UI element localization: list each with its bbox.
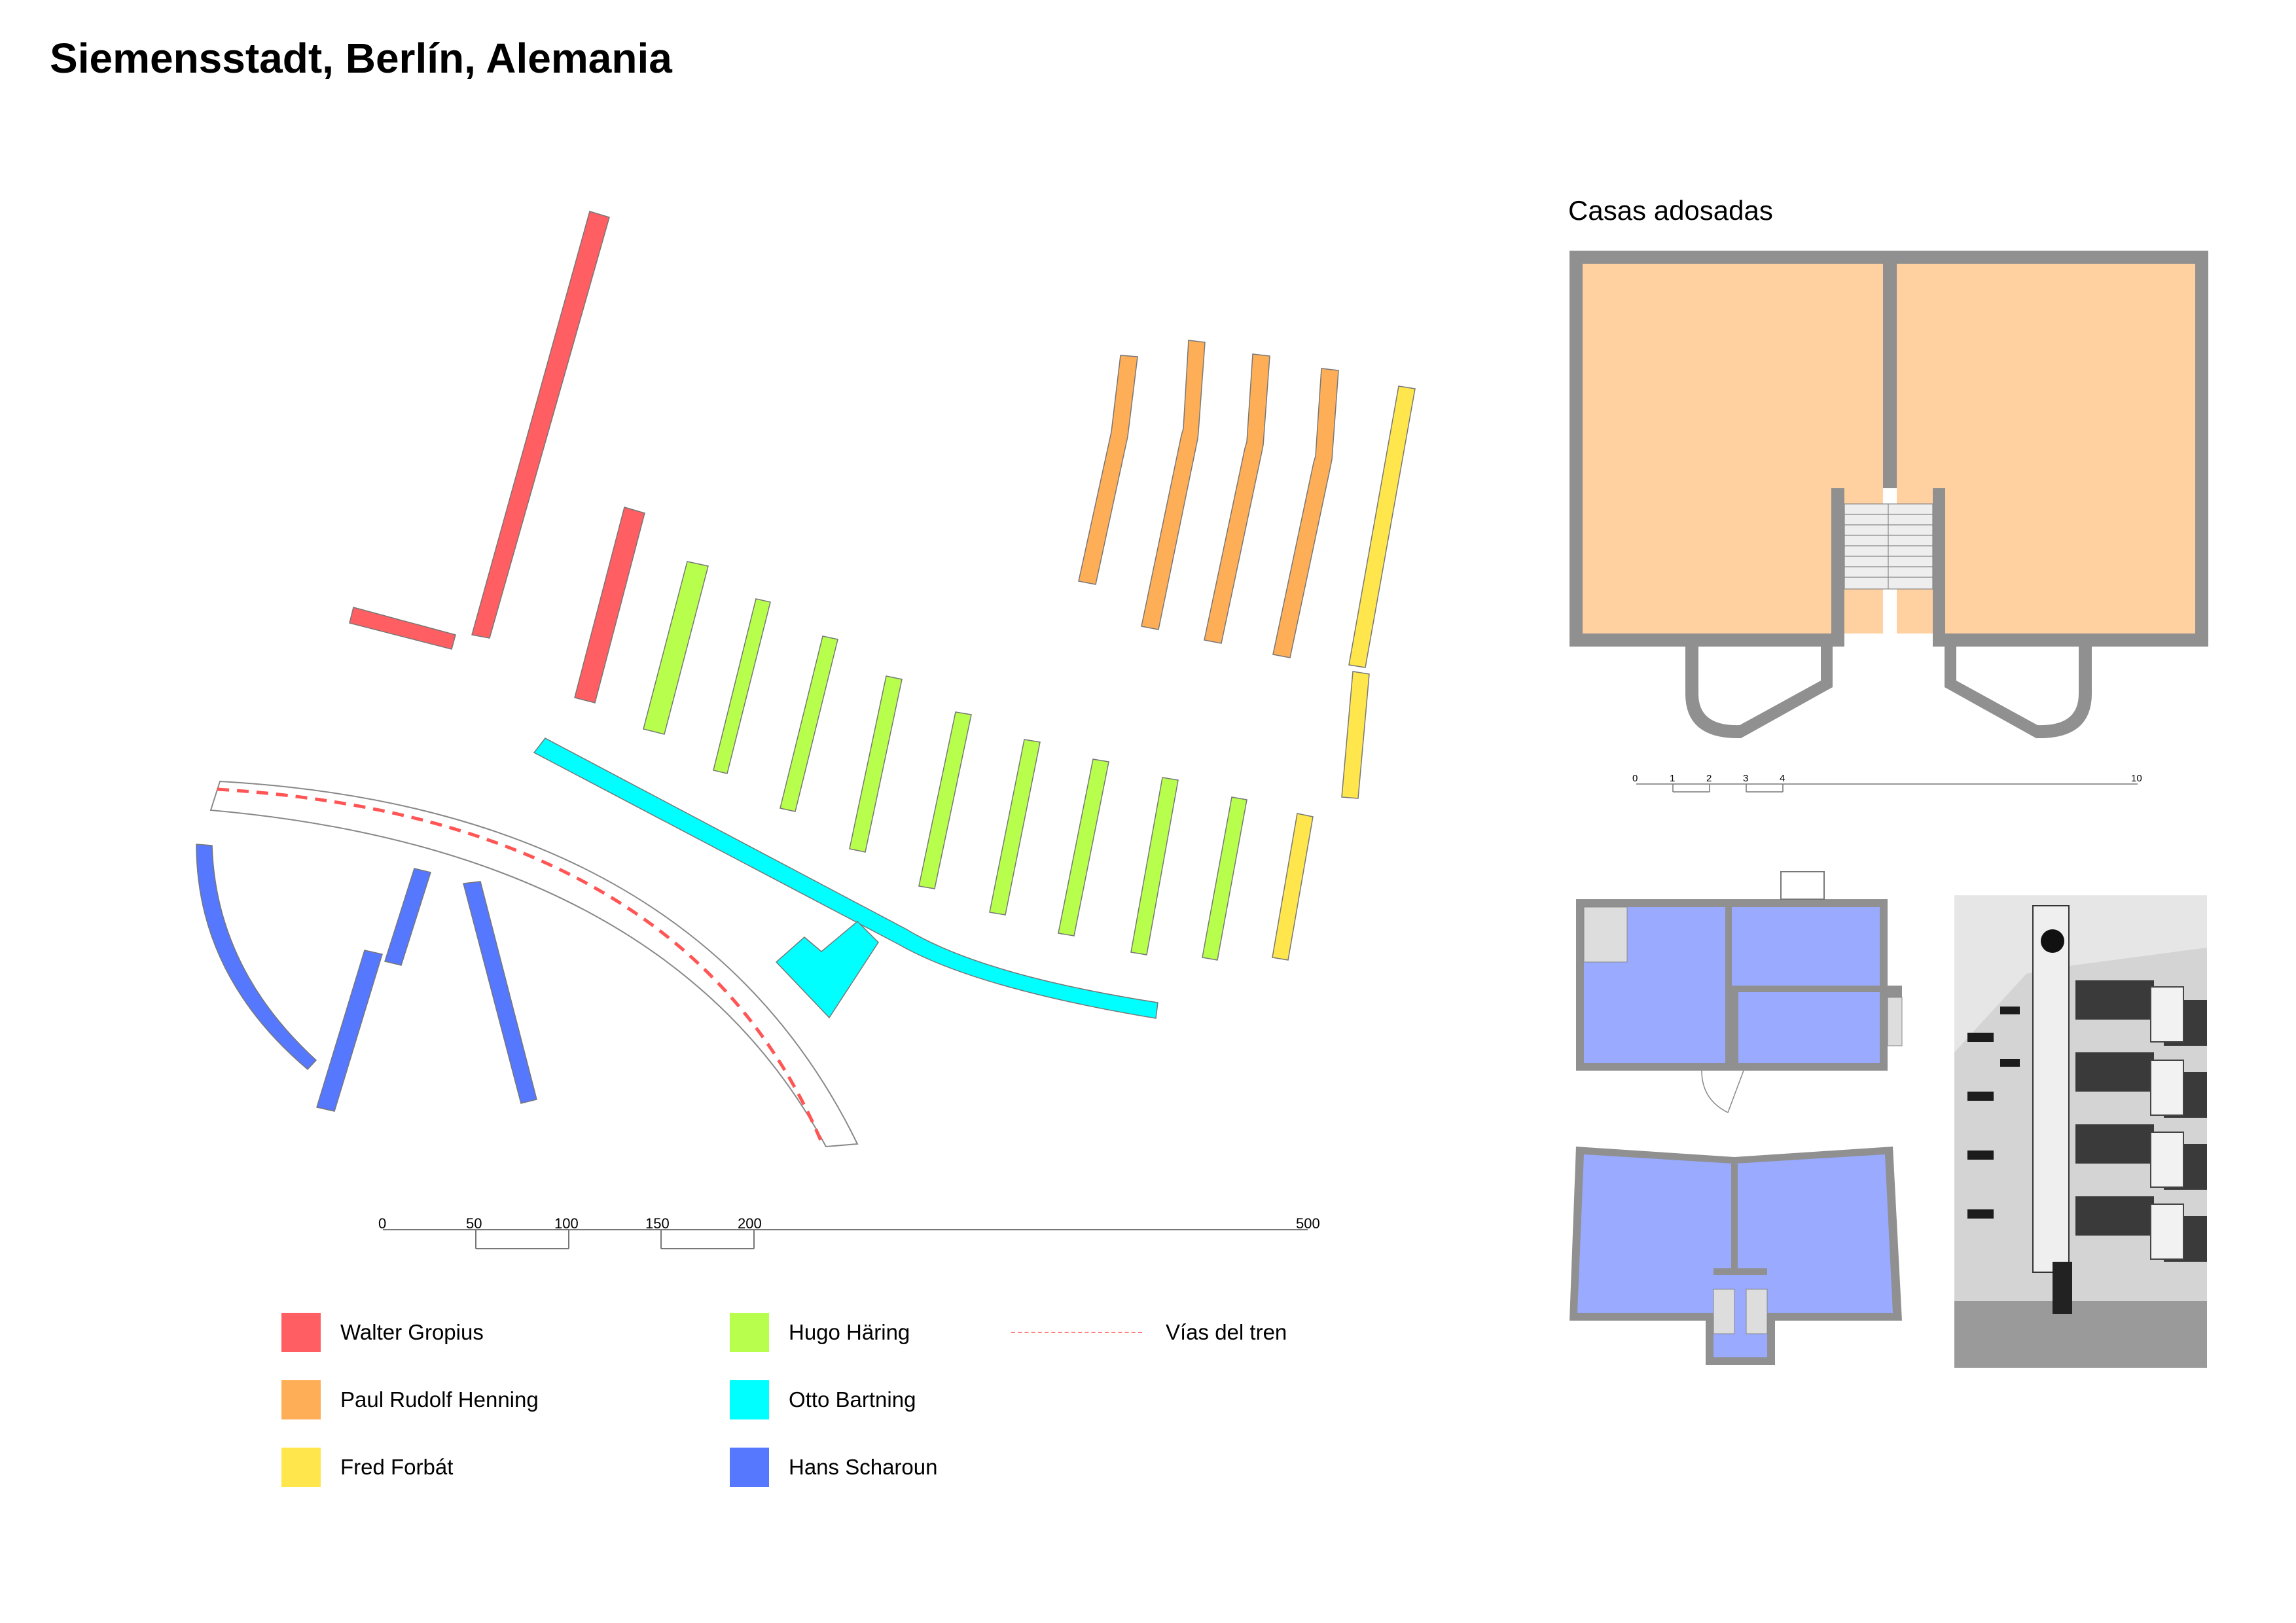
site-scale-tick: 500 — [1296, 1215, 1320, 1232]
forbat-row-2 — [1341, 671, 1370, 799]
legend-swatch — [730, 1448, 769, 1487]
legend-item-walter-gropius: Walter Gropius — [281, 1313, 484, 1352]
legend-item-otto-bartning: Otto Bartning — [730, 1380, 916, 1419]
terraced-stair-left-walls — [1831, 488, 1945, 647]
page-title: Siemensstadt, Berlín, Alemania — [50, 35, 672, 82]
building-photo-icon — [1954, 895, 2207, 1368]
terraced-porch-right — [1945, 647, 2092, 739]
haring-row-7 — [1058, 758, 1109, 936]
legend-label: Hugo Häring — [789, 1320, 910, 1344]
legend-swatch — [730, 1380, 769, 1419]
legend-item-vias-del-tren: Vías del tren — [1011, 1313, 1287, 1352]
legend-item-fred-forbat: Fred Forbát — [281, 1448, 453, 1487]
haring-row-1 — [643, 561, 709, 735]
henning-row-4 — [1272, 368, 1339, 658]
scharoun-curved-block — [196, 844, 317, 1071]
henning-row-3 — [1204, 353, 1270, 644]
gropius-small-block — [349, 607, 456, 650]
legend-swatch — [730, 1313, 769, 1352]
plan-scale-ticks: 0 1 2 3 4 10 — [1632, 773, 2142, 784]
legend-label: Vías del tren — [1166, 1320, 1287, 1344]
legend-swatch — [281, 1313, 321, 1352]
terraced-party-wall — [1883, 264, 1897, 488]
haring-row-3 — [780, 635, 838, 812]
site-scale-tick: 100 — [554, 1215, 579, 1232]
scharoun-lower-stair-left — [1713, 1289, 1735, 1334]
buildings-hugo-haring — [643, 561, 1247, 961]
site-scale-ticks: 0 50 100 150 200 500 — [378, 1215, 1320, 1232]
scharoun-lower-stair-right — [1746, 1289, 1768, 1334]
scharoun-plan-upper — [1576, 871, 1903, 1114]
legend-label: Otto Bartning — [789, 1387, 916, 1412]
scharoun-block-1 — [316, 950, 383, 1112]
forbat-row-1 — [1348, 385, 1416, 668]
terraced-houses-label: Casas adosadas — [1568, 195, 1773, 226]
terraced-stair — [1844, 503, 1933, 590]
railway-track-dashed — [217, 787, 825, 1147]
legend-swatch — [281, 1448, 321, 1487]
scharoun-upper-balcony — [1780, 871, 1825, 900]
haring-row-5 — [918, 711, 972, 889]
site-scale-bar — [383, 1229, 1308, 1249]
plan-scale-tick: 4 — [1780, 773, 1785, 784]
legend-label: Walter Gropius — [340, 1320, 484, 1344]
buildings-paul-rudolf-henning — [1078, 340, 1339, 658]
railway-corridor — [209, 780, 859, 1148]
site-scale-tick: 200 — [738, 1215, 762, 1232]
plan-scale-tick: 2 — [1706, 773, 1712, 784]
railway — [209, 780, 859, 1148]
plan-scale-bar — [1636, 783, 2138, 793]
haring-row-2 — [713, 598, 771, 774]
plan-scale-tick: 10 — [2131, 773, 2142, 784]
legend-label: Paul Rudolf Henning — [340, 1387, 539, 1412]
scharoun-plan-lower — [1570, 1147, 1902, 1365]
legend-swatch — [281, 1380, 321, 1419]
haring-row-6 — [989, 739, 1041, 916]
site-scale-tick: 0 — [378, 1215, 386, 1232]
gropius-block-middle — [574, 507, 645, 704]
site-scale-tick: 50 — [466, 1215, 482, 1232]
buildings-fred-forbat — [1272, 385, 1416, 961]
bartning-long-block — [533, 738, 1158, 1019]
haring-row-9 — [1202, 796, 1247, 961]
scharoun-upper-stair — [1583, 906, 1628, 963]
bartning-angled-block — [775, 920, 879, 1019]
haring-row-8 — [1130, 777, 1179, 955]
scharoun-upper-door-swing — [1701, 1070, 1744, 1114]
plan-scale-tick: 0 — [1632, 773, 1638, 784]
terraced-house-plan — [1570, 251, 2208, 739]
gropius-long-block — [471, 211, 610, 639]
plan-scale-tick: 1 — [1670, 773, 1675, 784]
site-scale-tick: 150 — [645, 1215, 670, 1232]
buildings-walter-gropius — [349, 211, 645, 704]
terraced-porch-left — [1685, 647, 1833, 739]
legend-label: Hans Scharoun — [789, 1455, 938, 1479]
buildings-otto-bartning — [533, 738, 1158, 1019]
henning-row-2 — [1141, 340, 1206, 630]
terraced-right-unit-floor — [1897, 264, 2195, 633]
buildings-hans-scharoun — [196, 844, 537, 1112]
site-plan — [196, 211, 1416, 1148]
plan-scale-tick: 3 — [1743, 773, 1748, 784]
scharoun-block-2 — [384, 868, 431, 966]
henning-row-1 — [1078, 355, 1138, 585]
legend-item-hugo-haring: Hugo Häring — [730, 1313, 910, 1352]
legend-dashed-line — [1011, 1332, 1142, 1333]
legend-item-paul-rudolf-henning: Paul Rudolf Henning — [281, 1380, 539, 1419]
forbat-row-3 — [1272, 813, 1314, 961]
legend-label: Fred Forbát — [340, 1455, 454, 1479]
scharoun-block-3 — [463, 881, 537, 1104]
haring-row-4 — [849, 675, 903, 853]
legend-item-hans-scharoun: Hans Scharoun — [730, 1448, 937, 1487]
